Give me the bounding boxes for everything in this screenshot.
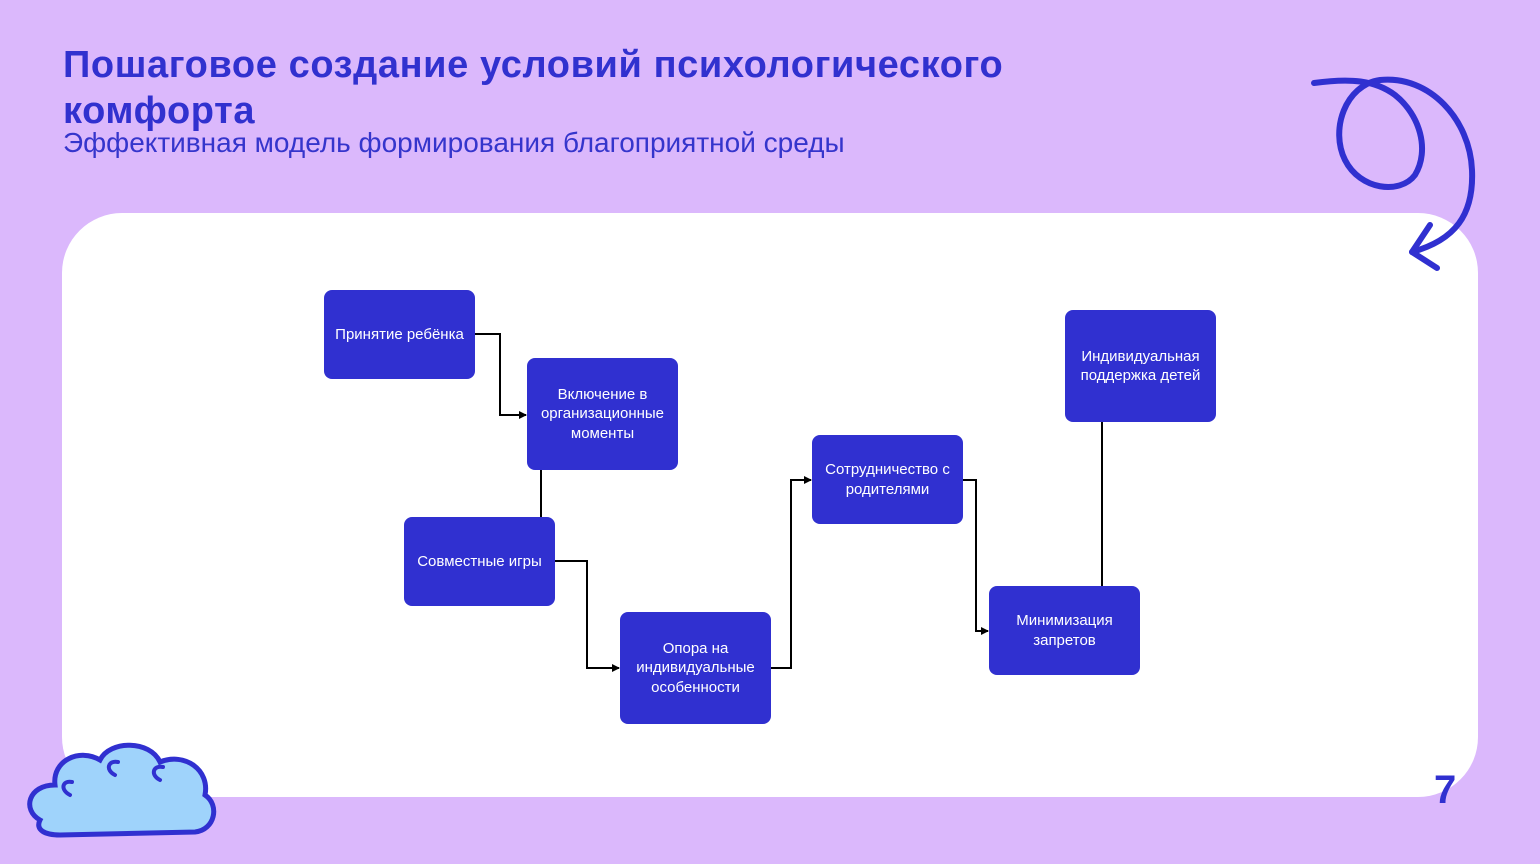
node-joint-games: Совместные игры (404, 517, 555, 606)
node-parent-cooperation: Сотрудничество с родителями (812, 435, 963, 524)
edge-n4-n5 (771, 476, 812, 669)
node-routine-inclusion: Включение в организационные моменты (527, 358, 678, 470)
slide-subtitle: Эффективная модель формирования благопри… (63, 127, 845, 158)
node-individual-traits: Опора на индивидуальные особенности (620, 612, 771, 724)
curly-arrow-icon (1311, 76, 1476, 271)
node-accept-child: Принятие ребёнка (324, 290, 475, 379)
cloud-icon (27, 742, 217, 838)
edge-n1-n2 (475, 333, 527, 419)
node-individual-support: Индивидуальная поддержка детей (1065, 310, 1216, 422)
slide-title: Пошаговое создание условий психологическ… (63, 44, 1004, 132)
edge-n5-n6 (963, 479, 989, 635)
edge-n3-n4 (555, 560, 620, 672)
node-minimize-prohibitions: Минимизация запретов (989, 586, 1140, 675)
page-number: 7 (1434, 768, 1457, 812)
